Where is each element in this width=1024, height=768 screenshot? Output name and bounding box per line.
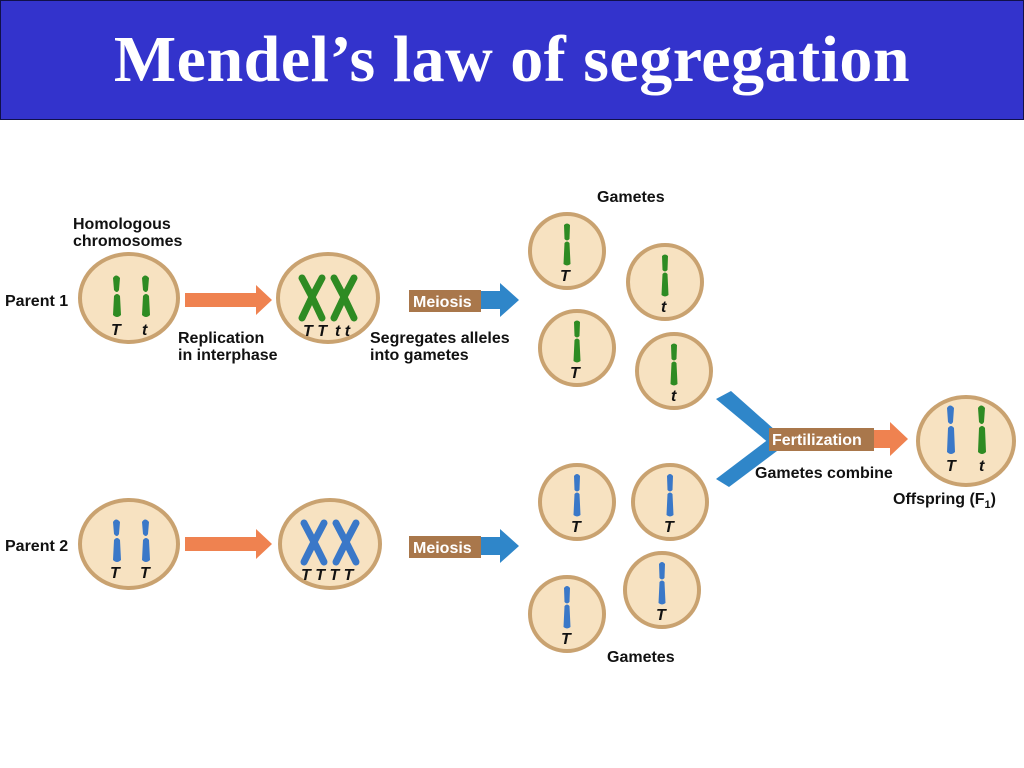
chromosome-blue (666, 474, 674, 517)
segregates-label-line1: Segregates alleles (370, 330, 510, 347)
allele-label: t (661, 299, 667, 316)
meiosis-label-p1: Meiosis (413, 294, 472, 311)
chromosome-green (113, 275, 121, 317)
replication-label-line1: Replication (178, 330, 264, 347)
chromosome-blue (947, 405, 955, 454)
gamete-cell-p1: T (528, 212, 606, 290)
gamete-cell-p2: T (528, 575, 606, 653)
meiosis-arrow-p1 (478, 283, 519, 317)
chromosome-green (142, 275, 150, 317)
meiosis-box-p1 (409, 290, 481, 312)
allele-label: T (656, 607, 667, 624)
allele-label: t (142, 322, 148, 339)
allele-label: T (140, 565, 151, 582)
chromosome-green (661, 254, 669, 297)
allele-label: t t (335, 323, 351, 340)
offspring-label: Offspring (F1) (893, 491, 996, 511)
parent2-replicated-cell: T T T T (278, 498, 382, 590)
chromosome-blue (142, 519, 150, 562)
offspring-label-close: ) (991, 491, 996, 508)
gametes-combine-label: Gametes combine (755, 465, 893, 482)
replicated-chromosome-green (298, 274, 326, 322)
allele-label: T (571, 519, 582, 536)
fertilization-arrow (870, 422, 908, 456)
gamete-cell-p2: T (631, 463, 709, 541)
segregates-label-line2: into gametes (370, 347, 469, 364)
parent1-label: Parent 1 (5, 293, 68, 310)
allele-label: T (110, 565, 121, 582)
gametes-bottom-label: Gametes (607, 649, 675, 666)
gamete-cell-p2: T (623, 551, 701, 629)
gamete-cell-p1: T (538, 309, 616, 387)
replicated-chromosome-blue (300, 519, 328, 566)
meiosis-label-p2: Meiosis (413, 540, 472, 557)
homologous-label-line1: Homologous (73, 216, 171, 233)
offspring-label-sub: 1 (985, 499, 991, 511)
allele-label: T (664, 519, 675, 536)
allele-label: T (570, 365, 581, 382)
chromosome-green (670, 343, 678, 386)
parent2-label: Parent 2 (5, 538, 68, 555)
arrow-replication-p1 (185, 285, 272, 315)
fertilization-box (769, 428, 874, 451)
replicated-chromosome-green (330, 274, 358, 322)
allele-label: T (560, 268, 571, 285)
allele-label: T T (303, 323, 328, 340)
gamete-cell-p1: t (626, 243, 704, 321)
allele-label: T (946, 458, 957, 475)
title-bar: Mendel’s law of segregation (0, 0, 1024, 120)
allele-label: t (979, 458, 985, 475)
homologous-label-line2: chromosomes (73, 233, 182, 250)
chromosome-green (978, 405, 986, 454)
offspring-cell: T t (916, 395, 1016, 487)
chromosome-blue (658, 562, 666, 605)
arrow-replication-p2 (185, 529, 272, 559)
parent2-cell: T T (78, 498, 180, 590)
chromosome-blue (573, 474, 581, 517)
allele-label: T T T T (301, 567, 355, 584)
converge-arrow-bottom (716, 438, 785, 487)
parent1-replicated-cell: T T t t (276, 252, 380, 344)
allele-label: T (111, 322, 122, 339)
meiosis-arrow-p2 (478, 529, 519, 563)
chromosome-blue (113, 519, 121, 562)
offspring-label-main: Offspring (F (893, 491, 985, 508)
fertilization-label: Fertilization (772, 432, 862, 449)
parent1-cell: T t (78, 252, 180, 344)
converge-arrow-top (716, 391, 785, 444)
replication-label-line2: in interphase (178, 347, 278, 364)
gamete-cell-p1: t (635, 332, 713, 410)
chromosome-green (573, 320, 581, 363)
replicated-chromosome-blue (332, 519, 360, 566)
allele-label: T (561, 631, 572, 648)
gametes-top-label: Gametes (597, 189, 665, 206)
page-title: Mendel’s law of segregation (113, 23, 911, 96)
chromosome-green (563, 223, 571, 266)
gamete-cell-p2: T (538, 463, 616, 541)
meiosis-box-p2 (409, 536, 481, 558)
chromosome-blue (563, 586, 571, 629)
allele-label: t (671, 388, 677, 405)
